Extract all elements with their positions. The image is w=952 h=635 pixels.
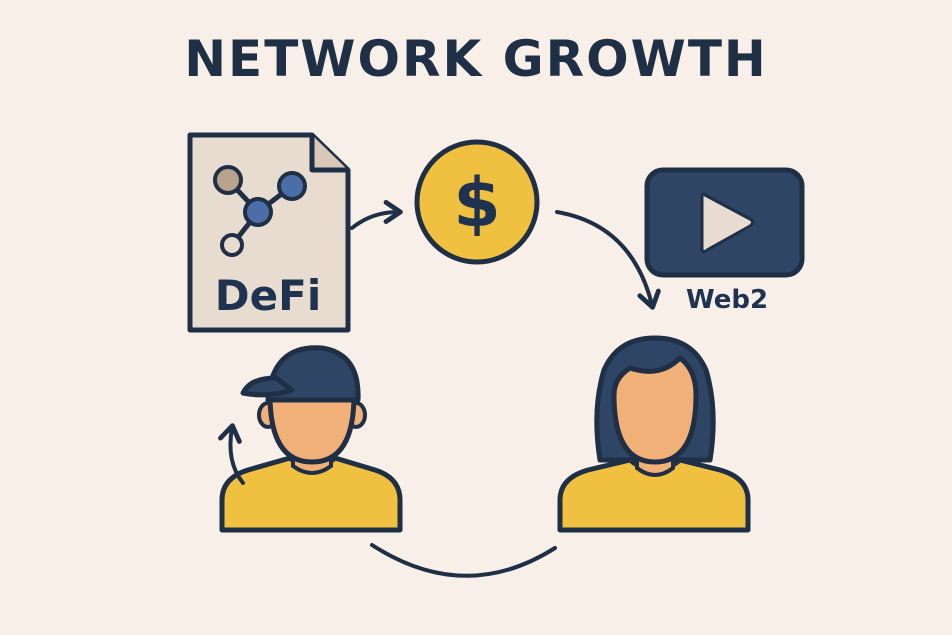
arrow-up-growth bbox=[218, 423, 245, 485]
connector-arc bbox=[370, 543, 557, 578]
dollar-symbol: $ bbox=[453, 164, 500, 243]
arrow-dollar-to-user bbox=[555, 210, 661, 310]
user-man-cap-icon bbox=[219, 345, 403, 533]
video-play-icon bbox=[644, 167, 805, 278]
defi-label: DeFi bbox=[215, 271, 321, 320]
user-woman-icon bbox=[557, 335, 751, 533]
web2-label: Web2 bbox=[686, 285, 768, 315]
network-nodes-icon bbox=[213, 165, 307, 257]
defi-document-icon: DeFi bbox=[187, 132, 351, 333]
arrow-defi-to-dollar bbox=[350, 200, 403, 230]
diagram-title: NETWORK GROWTH bbox=[184, 30, 768, 88]
dollar-coin-icon: $ bbox=[414, 139, 540, 265]
